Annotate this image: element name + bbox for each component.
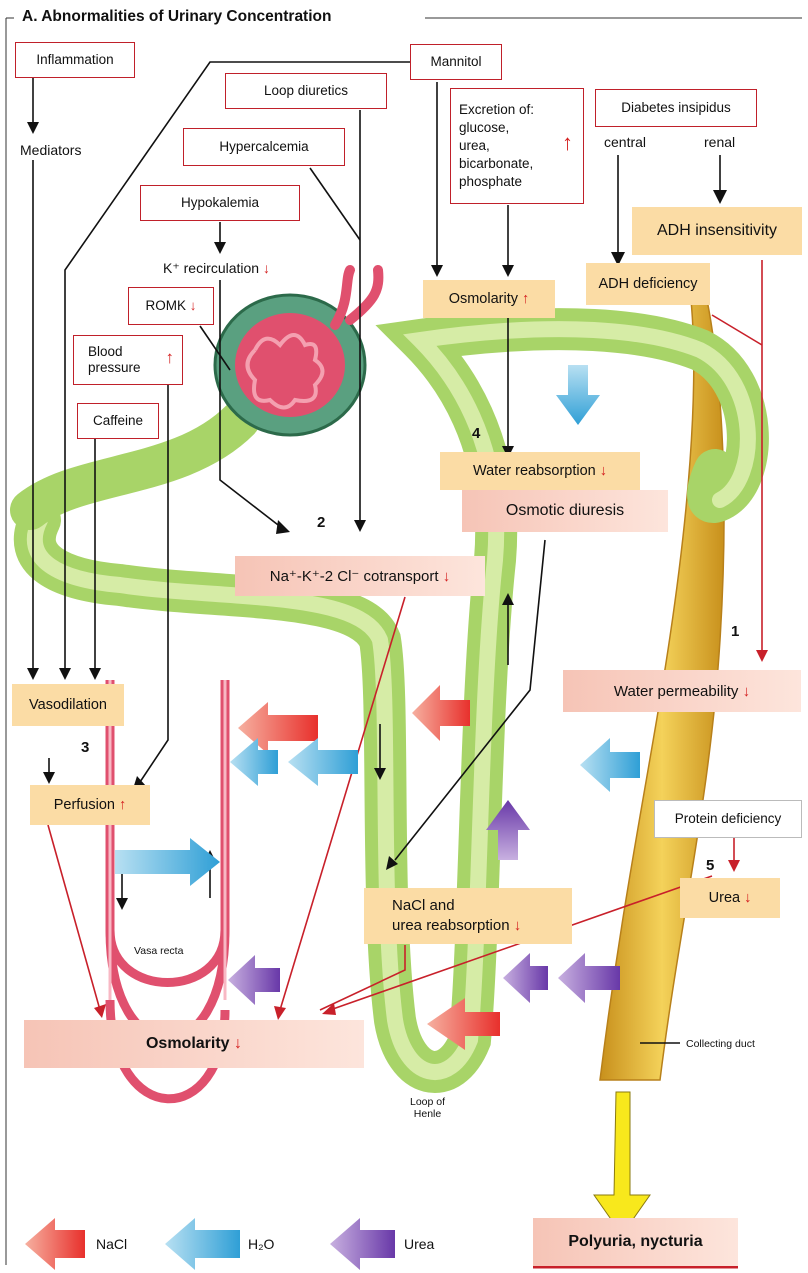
up-arrow-icon: ↑ [166, 350, 175, 366]
loop-line2: Henle [410, 1108, 445, 1120]
up-arrow-icon: ↑ [522, 290, 529, 308]
water-permeability-text: Water permeability [614, 683, 738, 700]
osmolarity-bottom-text: Osmolarity [146, 1035, 230, 1053]
k-recirculation-text: K⁺ recirculation [163, 260, 259, 276]
mannitol-box: Mannitol [410, 44, 502, 80]
step-number-3: 3 [81, 739, 89, 756]
urea-box: Urea ↓ [680, 878, 780, 918]
step-number-1: 1 [731, 623, 739, 640]
romk-box: ROMK ↓ [128, 287, 214, 325]
loop-diuretics-box: Loop diuretics [225, 73, 387, 109]
loop-of-henle-label: Loop of Henle [410, 1096, 445, 1120]
down-arrow-icon: ↓ [743, 683, 751, 700]
central-label: central [604, 134, 646, 151]
water-permeability-box: Water permeability ↓ [563, 670, 801, 712]
nacl-urea-line2: urea reabsorption [392, 917, 510, 934]
down-arrow-icon: ↓ [514, 917, 522, 934]
caffeine-box: Caffeine [77, 403, 159, 439]
perfusion-box: Perfusion ↑ [30, 785, 150, 825]
step-number-2: 2 [317, 514, 325, 531]
water-reabsorption-text: Water reabsorption [473, 462, 596, 480]
legend-h2o-label: H₂O [248, 1236, 274, 1253]
hypokalemia-box: Hypokalemia [140, 185, 300, 221]
inflammation-box: Inflammation [15, 42, 135, 78]
collecting-duct-label: Collecting duct [686, 1038, 755, 1050]
perfusion-text: Perfusion [54, 796, 115, 814]
excretion-line2: glucose, [459, 119, 534, 137]
loop-line1: Loop of [410, 1096, 445, 1108]
hypercalcemia-box: Hypercalcemia [183, 128, 345, 166]
up-arrow-icon: ↑ [562, 135, 573, 151]
diabetes-insipidus-box: Diabetes insipidus [595, 89, 757, 127]
vasa-recta-label: Vasa recta [134, 945, 183, 957]
excretion-line1: Excretion of: [459, 101, 534, 119]
down-arrow-icon: ↓ [443, 568, 451, 585]
legend-urea-label: Urea [404, 1236, 434, 1253]
osmolarity-top-box: Osmolarity ↑ [423, 280, 555, 318]
renal-label: renal [704, 134, 735, 151]
vasodilation-box: Vasodilation [12, 684, 124, 726]
excretion-line5: phosphate [459, 173, 534, 191]
cotransport-text: Na⁺-K⁺-2 Cl⁻ cotransport [270, 567, 439, 585]
protein-deficiency-box: Protein deficiency [654, 800, 802, 838]
cotransport-box: Na⁺-K⁺-2 Cl⁻ cotransport ↓ [235, 556, 485, 596]
step-number-4: 4 [472, 425, 480, 442]
osmolarity-top-text: Osmolarity [449, 290, 518, 308]
blood-pressure-line1: Blood [88, 344, 141, 360]
down-arrow-icon: ↓ [234, 1035, 242, 1053]
k-recirculation-label: K⁺ recirculation ↓ [163, 260, 270, 277]
down-arrow-icon: ↓ [190, 298, 197, 314]
polyuria-box: Polyuria, nycturia [533, 1218, 738, 1266]
page-title: A. Abnormalities of Urinary Concentratio… [18, 8, 335, 25]
urea-text: Urea [709, 889, 740, 907]
adh-deficiency-box: ADH deficiency [586, 263, 710, 305]
excretion-line4: bicarbonate, [459, 155, 534, 173]
osmolarity-bottom-box: Osmolarity ↓ [24, 1020, 364, 1068]
step-number-5: 5 [706, 857, 714, 874]
legend-urea-arrow [330, 1218, 395, 1270]
legend-nacl-arrow [25, 1218, 85, 1270]
water-reabsorption-box: Water reabsorption ↓ [440, 452, 640, 490]
nacl-urea-reabsorption-box: NaCl and urea reabsorption ↓ [364, 888, 572, 944]
excretion-box: Excretion of: glucose, urea, bicarbonate… [450, 88, 584, 204]
down-arrow-icon: ↓ [600, 462, 607, 480]
legend-h2o-arrow [165, 1218, 240, 1270]
down-arrow-icon: ↓ [744, 889, 751, 907]
down-arrow-icon: ↓ [263, 260, 270, 276]
adh-insensitivity-box: ADH insensitivity [632, 207, 802, 255]
nacl-urea-line1: NaCl and [392, 896, 521, 916]
legend-nacl-label: NaCl [96, 1236, 127, 1253]
romk-text: ROMK [145, 298, 186, 314]
up-arrow-icon: ↑ [119, 796, 126, 814]
mediators-label: Mediators [20, 142, 81, 159]
blood-pressure-box: Blood pressure ↑ [73, 335, 183, 385]
excretion-line3: urea, [459, 137, 534, 155]
blood-pressure-line2: pressure [88, 360, 141, 376]
osmotic-diuresis-box: Osmotic diuresis [462, 490, 668, 532]
